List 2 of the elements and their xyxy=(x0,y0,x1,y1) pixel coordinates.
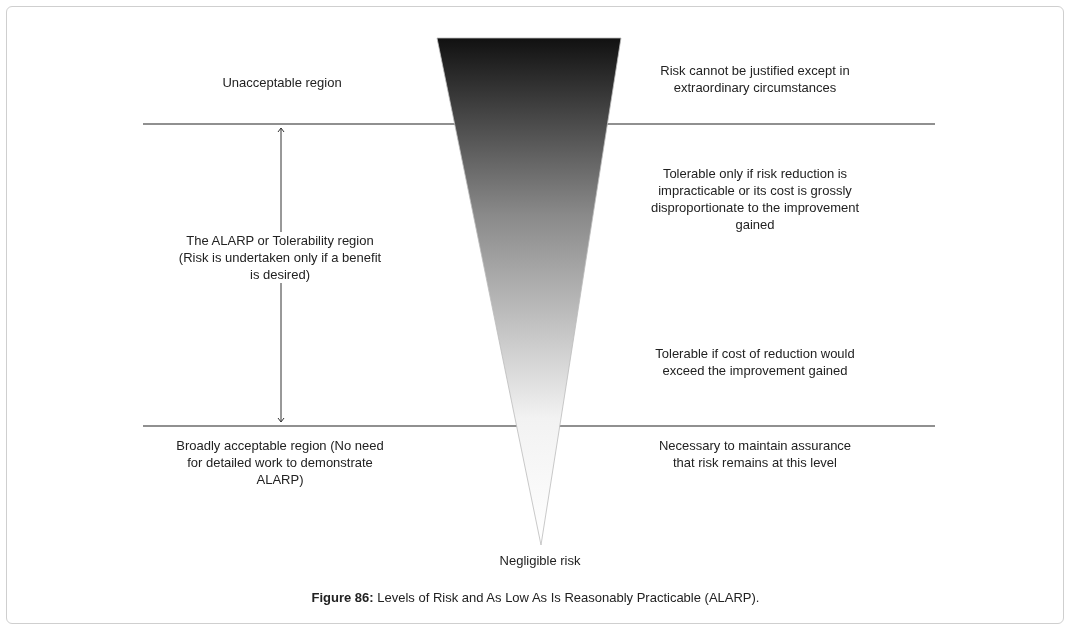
risk-triangle xyxy=(436,37,622,546)
figure-caption: Figure 86: Levels of Risk and As Low As Is Reasonably Practicable (ALARP). xyxy=(310,589,761,607)
